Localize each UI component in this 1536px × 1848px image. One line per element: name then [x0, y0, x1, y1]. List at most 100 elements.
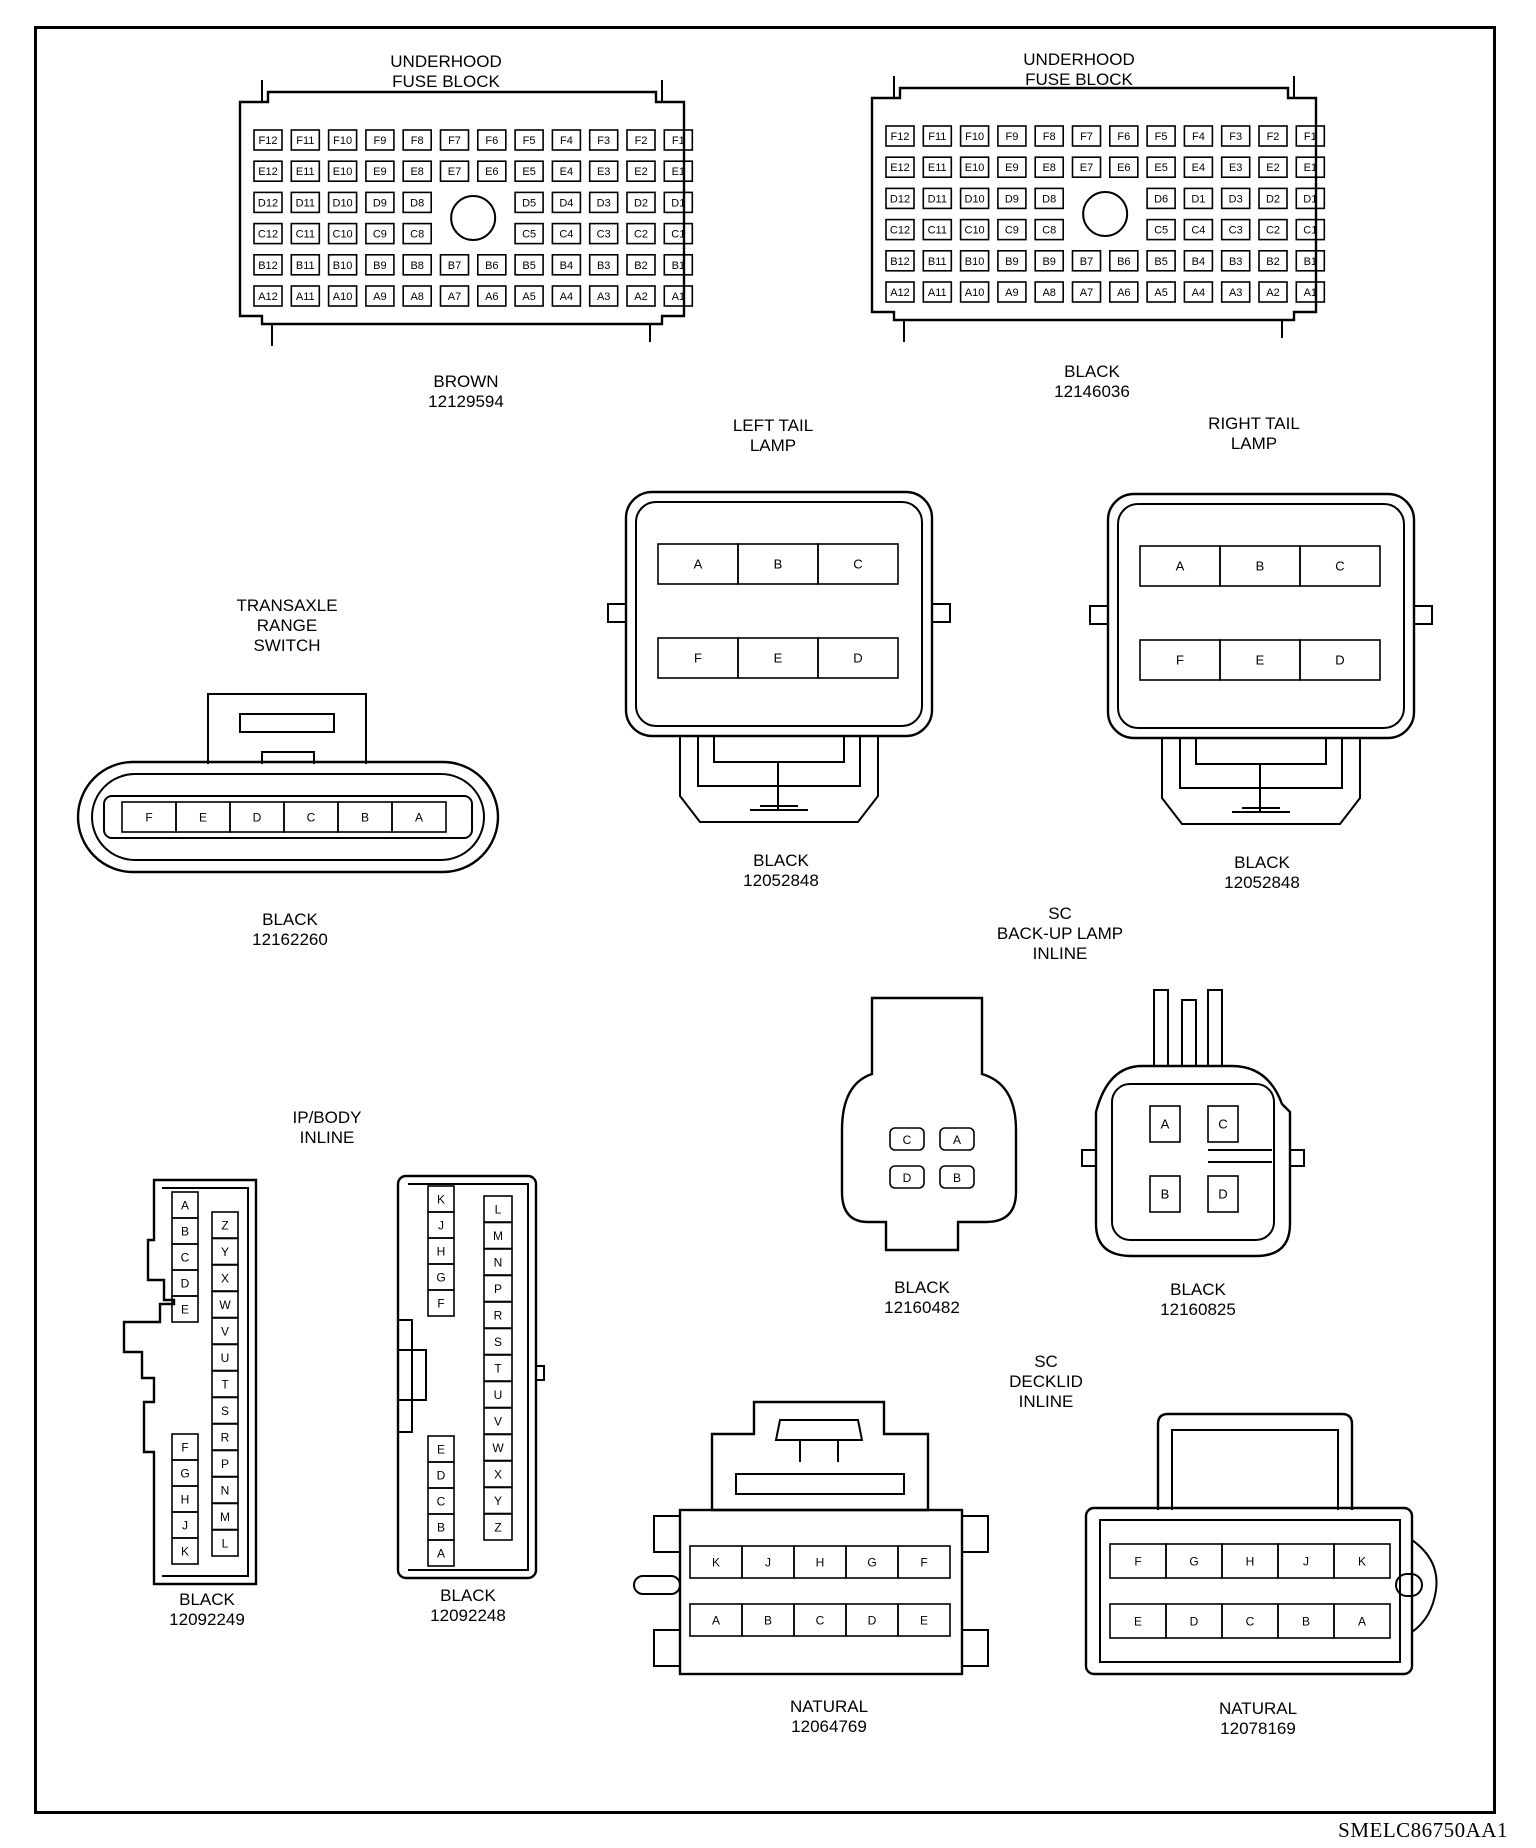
- fuse-block-brown-pin-F3: F3: [597, 135, 610, 147]
- fuse-block-brown-pin-B6: B6: [485, 260, 498, 272]
- fuse-block-black-pin-A9-cavity: [997, 281, 1027, 303]
- fuse-block-black-pin-A2: A2: [1266, 287, 1279, 299]
- fuse-block-black-pin-A12-cavity: [885, 281, 915, 303]
- fuse-block-black-pin-A4-cavity: [1183, 281, 1214, 303]
- fuse-block-brown-pin-C1-cavity: [663, 222, 694, 245]
- fuse-block-black-pin-B2: B2: [1266, 256, 1279, 268]
- fuse-block-brown-pin-F5: F5: [523, 135, 536, 147]
- fuse-block-black-pin-D1: D1: [1191, 193, 1205, 205]
- fuse-block-brown-pin-F4-cavity: [551, 129, 582, 151]
- left-tail-lamp-pin-D-cavity: [817, 637, 899, 679]
- backup-b-part: 12160825: [1160, 1300, 1236, 1319]
- decklid-b-pin-K-cavity: [1333, 1543, 1391, 1579]
- fuse-block-brown-pin-E1: E1: [672, 166, 685, 178]
- left-tail-lamp-pin-E: E: [774, 651, 783, 666]
- fuse-block-black-pin-B1-cavity: [1295, 250, 1326, 272]
- fuse-block-brown-pin-D9: D9: [373, 197, 387, 209]
- decklid-b-pin-K: K: [1358, 1554, 1366, 1568]
- fuse-block-black-pin-C9-cavity: [997, 218, 1027, 241]
- fuse-block-black-pin-E5-cavity: [1146, 156, 1176, 178]
- fuse-block-brown-pin-D3: D3: [597, 197, 611, 209]
- fuse-block-brown-pin-A4-cavity: [551, 285, 582, 307]
- fuse-block-brown-pin-A12-cavity: [253, 285, 283, 307]
- fuse-block-brown-pin-C12-cavity: [253, 222, 283, 245]
- fuse-block-brown-pin-B10: B10: [333, 260, 353, 272]
- fuse-block-black-pin-F4-cavity: [1183, 125, 1214, 147]
- fuse-block-black-pin-E7-cavity: [1071, 156, 1102, 178]
- fuse-block-brown-pin-D12: D12: [258, 197, 278, 209]
- fuse-block-brown-pin-A5-cavity: [514, 285, 544, 307]
- fuse-block-brown-pin-B5-cavity: [514, 254, 544, 276]
- left-tail-lamp-pin-D: D: [853, 651, 862, 666]
- ip-a-pin-T: T: [221, 1377, 229, 1391]
- right-tail-color: BLACK: [1234, 853, 1290, 872]
- fuse-block-brown-pin-A6: A6: [485, 291, 498, 303]
- fuse-block-black-pin-E6-cavity: [1109, 156, 1139, 178]
- fuse-block-black-pin-D12: D12: [890, 193, 910, 205]
- fuse-block-black-pin-F8: F8: [1043, 131, 1056, 143]
- decklid-b-pin-A: A: [1358, 1614, 1366, 1628]
- ip-b-pin-J: J: [438, 1218, 444, 1232]
- fuse-block-black-pin-A3: A3: [1229, 287, 1242, 299]
- transaxle-pin-A: A: [415, 810, 423, 824]
- ip-a-pin-V: V: [221, 1324, 229, 1338]
- fuse-block-black-pin-F1-cavity: [1295, 125, 1326, 147]
- fuse-block-brown-pin-C11: C11: [296, 229, 315, 241]
- ip-a-pin-E: E: [181, 1302, 189, 1316]
- fuse-block-black-pin-A2-cavity: [1258, 281, 1288, 303]
- fuse-block-black-pin-A5-cavity: [1146, 281, 1176, 303]
- ip-a-pin-E-cavity: [171, 1295, 199, 1323]
- fuse-block-brown-pin-B7-cavity: [439, 254, 470, 276]
- transaxle-title: TRANSAXLE RANGE SWITCH: [236, 596, 338, 655]
- right-tail-lamp-pin-E: E: [1256, 653, 1265, 668]
- fuse-block-brown-pin-F9-cavity: [365, 129, 395, 151]
- fuse-block-brown-pin-D10-cavity: [327, 191, 358, 214]
- left-tail-lamp-pin-C-cavity: [817, 543, 899, 585]
- right-tail-lamp-pin-B: B: [1256, 559, 1265, 574]
- fuse-block-brown-pin-A1-cavity: [663, 285, 694, 307]
- fuse-block-black-pin-F2-cavity: [1258, 125, 1288, 147]
- fuse-block-brown-pin-B8-cavity: [402, 254, 433, 276]
- ip-b-pin-S: S: [494, 1335, 502, 1349]
- fuse-block-brown-pin-F6: F6: [485, 135, 498, 147]
- fuse-block-brown-pin-F9: F9: [373, 135, 386, 147]
- transaxle-pin-E: E: [199, 810, 207, 824]
- fuse-block-brown-pin-A6-cavity: [476, 285, 507, 307]
- fuse-block-brown-pin-C9: C9: [373, 229, 387, 241]
- fuse-block-brown-pin-F10-cavity: [327, 129, 358, 151]
- ip-a-pin-U: U: [221, 1351, 230, 1365]
- fuse-block-black-pin-B5-cavity: [1146, 250, 1176, 272]
- fuse-block-black-pin-A6-cavity: [1109, 281, 1139, 303]
- left-tail-title: LEFT TAIL LAMP: [732, 416, 814, 455]
- transaxle-pin-A-cavity: [391, 801, 447, 833]
- ip-a-pin-D: D: [181, 1276, 190, 1290]
- fuse-block-brown-pin-D1-cavity: [663, 191, 694, 214]
- fuse-block-brown-pin-A2-cavity: [626, 285, 656, 307]
- fuse-block-brown-pin-F8: F8: [411, 135, 424, 147]
- transaxle-pin-B: B: [361, 810, 369, 824]
- fuse-block-brown-pin-C8-cavity: [402, 222, 433, 245]
- fuse-block-brown-pin-F6-cavity: [476, 129, 507, 151]
- fuse-block-brown-pin-E11-cavity: [290, 160, 321, 182]
- fuse-block-black-pin-E6: E6: [1117, 162, 1130, 174]
- fuse-block-black-pin-E1-cavity: [1295, 156, 1326, 178]
- decklid-a-pin-H: H: [816, 1555, 825, 1569]
- backup-a-part: 12160482: [884, 1298, 960, 1317]
- ip-a-pin-M: M: [220, 1510, 230, 1524]
- decklid-a-color: NATURAL: [789, 1697, 869, 1716]
- transaxle-color: BLACK: [262, 910, 318, 929]
- decklid-a-pin-B: B: [764, 1613, 772, 1627]
- fuse-block-black-pin-E5: E5: [1154, 162, 1167, 174]
- fuse-block-black-pin-E4-cavity: [1183, 156, 1214, 178]
- fuse-block-brown-pin-A10: A10: [333, 291, 353, 303]
- fuse-block-brown-pin-F2-cavity: [626, 129, 656, 151]
- fuse-block-brown-pin-F12-cavity: [253, 129, 283, 151]
- fuse-block-brown-pin-E7-cavity: [439, 160, 470, 182]
- decklid-b-color: NATURAL: [1218, 1699, 1298, 1718]
- ip-b-pin-K: K: [437, 1192, 445, 1206]
- fuse-block-brown-pin-A7-cavity: [439, 285, 470, 307]
- backup-title: SC BACK-UP LAMP INLINE: [996, 904, 1124, 963]
- ip-b-pin-C: C: [437, 1494, 446, 1508]
